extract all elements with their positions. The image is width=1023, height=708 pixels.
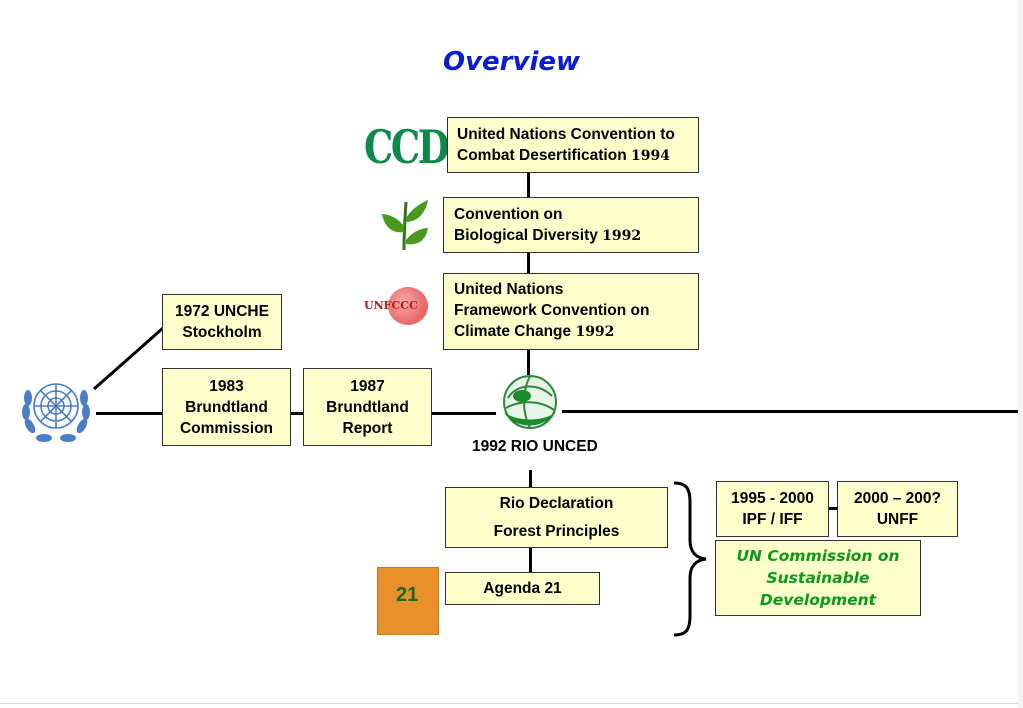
br-line3: Report [342,419,393,437]
main-timeline [96,412,163,415]
unff-line2: UNFF [876,511,919,528]
vertical-trunk-lower [529,470,532,488]
unfccc-logo-icon: UNFCCC [364,287,434,327]
agenda21-box: Agenda 21 [445,572,600,605]
ipf-line2: IPF / IFF [742,511,803,528]
ccd-year: 1994 [630,148,670,164]
agenda21-book-icon: 21 [377,567,439,635]
csd-line1: UN Commission on [736,547,900,565]
agenda21-label: Agenda 21 [483,580,562,597]
ipf-line1: 1995 - 2000 [731,490,814,507]
vertical-trunk-mid1 [527,252,530,274]
footer-rule [0,703,1023,704]
vertical-trunk-mid2 [527,349,530,375]
unfccc-box: United Nations Framework Convention on C… [443,273,699,350]
csd-line2: Sustainable [766,569,870,587]
ccd-box: United Nations Convention to Combat Dese… [447,117,699,173]
bc-line3: Commission [179,419,273,437]
br-line1: 1987 [350,377,385,395]
brundtland-report-box: 1987 Brundtland Report [303,368,432,446]
cbd-year: 1992 [602,228,642,244]
diagonal-connector [93,326,164,391]
rio-line1: Rio Declaration [499,494,614,512]
ccd-line2: Combat Desertification [457,147,627,164]
cbd-line1: Convention on [454,206,563,223]
unche-line2: Stockholm [182,324,262,341]
csd-box: UN Commission on Sustainable Development [715,540,921,616]
rio-label: 1992 RIO UNCED [472,438,598,455]
timeline-seg-3 [431,412,496,415]
brundtland-commission-box: 1983 Brundtland Commission [162,368,291,446]
cbd-leaf-icon [382,200,428,251]
unche-box: 1972 UNCHE Stockholm [162,294,282,350]
curly-brace-icon [673,481,707,637]
cbd-line2: Biological Diversity [454,227,598,244]
timeline-seg-4 [562,410,1023,413]
vertical-trunk-upper [527,172,530,197]
ccd-logo-icon: CCD [364,120,450,174]
ipf-unff-connector [828,507,838,510]
csd-line3: Development [759,591,877,609]
vertical-trunk-bottom [529,547,532,572]
cbd-box: Convention on Biological Diversity 1992 [443,197,699,253]
rio-line2: Forest Principles [493,522,620,540]
unff-box: 2000 – 200? UNFF [837,481,958,537]
page-title: Overview [442,47,581,77]
unff-line1: 2000 – 200? [853,490,942,507]
unche-line1: 1972 UNCHE [175,303,269,320]
unfccc-line2: Framework Convention on [454,302,650,319]
bc-line2: Brundtland [185,398,268,416]
unfccc-line3: Climate Change [454,323,572,340]
rio-declaration-box: Rio Declaration Forest Principles [445,487,668,548]
un-emblem-icon [22,383,90,442]
br-line2: Brundtland [326,398,409,416]
rio-earth-icon [503,375,557,429]
unfccc-line1: United Nations [454,281,564,298]
unfccc-year: 1992 [575,324,615,340]
right-edge-strip [1018,0,1023,708]
ipf-box: 1995 - 2000 IPF / IFF [716,481,829,537]
ccd-line1: United Nations Convention to [457,126,675,143]
timeline-seg-2 [290,412,304,415]
bc-line1: 1983 [209,377,244,395]
